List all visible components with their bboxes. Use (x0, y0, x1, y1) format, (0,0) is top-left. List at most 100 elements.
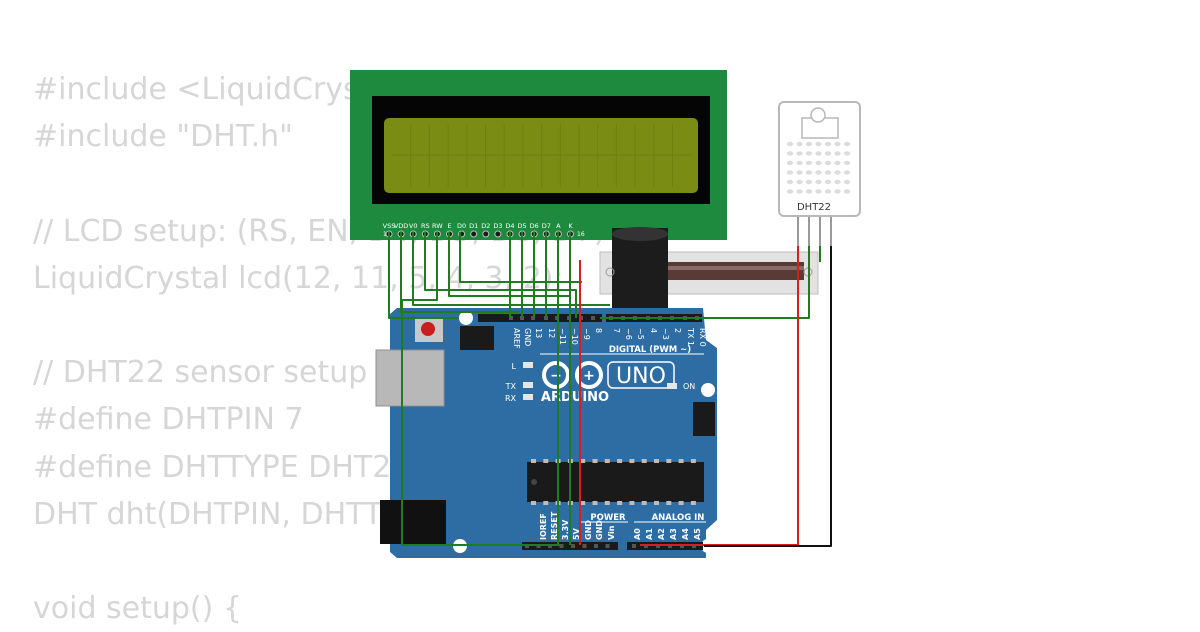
digital-pin-label: TX 1 (686, 327, 695, 346)
reset-button[interactable] (421, 322, 435, 336)
model-badge (607, 361, 675, 389)
chip-leg (629, 501, 635, 505)
sensor-vent (786, 170, 794, 175)
power-jack[interactable] (380, 500, 446, 544)
digital-pin-label: ~11 (558, 328, 567, 345)
lcd-pin-label: D3 (493, 222, 502, 230)
chip-leg (690, 501, 696, 505)
wire-dht-data[interactable] (600, 246, 810, 319)
digital-pin-label: 7 (612, 328, 621, 333)
wire-rw-gnd[interactable] (401, 232, 560, 546)
sensor-vent (796, 170, 803, 175)
led-label-tx: TX (505, 382, 517, 391)
code-line: void setup() { (33, 591, 242, 627)
lcd-pin-label: A (556, 222, 561, 230)
lcd-pin[interactable] (470, 230, 478, 238)
chip-leg (604, 501, 610, 505)
power-pin-label: GND (584, 520, 593, 540)
sensor-top-vent (801, 117, 839, 139)
analog-pin-label: A3 (669, 528, 678, 540)
icsp-header-top (460, 326, 494, 350)
sensor-vent (824, 170, 832, 175)
sensor-vent (834, 160, 841, 166)
logo-minus: − (550, 368, 562, 384)
lcd-pin-label: RW (432, 222, 443, 230)
digital-pin-label: GND (523, 328, 532, 346)
sensor-vent (843, 189, 851, 194)
sensor-vent (796, 151, 803, 156)
potentiometer-knob-top (612, 227, 668, 241)
lcd-pin[interactable] (494, 230, 502, 238)
power-pin-label: GND (595, 520, 604, 540)
sensor-vent (786, 160, 794, 166)
sensor-label: DHT22 (797, 202, 831, 213)
power-header[interactable] (522, 542, 618, 550)
sensor-vent (843, 151, 851, 156)
chip-leg (580, 459, 586, 463)
power-pin-label: IOREF (539, 513, 548, 540)
mount-hole-right (701, 383, 715, 397)
sensor-vent (796, 179, 803, 185)
chip-leg (543, 459, 549, 463)
sensor-vent (805, 151, 813, 156)
usb-port[interactable] (375, 349, 445, 407)
digital-header-left[interactable] (478, 314, 602, 322)
wire-pot-link[interactable] (459, 232, 582, 283)
chip-leg (531, 459, 536, 463)
wire-vss-gnd[interactable] (388, 232, 458, 319)
wire-dht-gnd[interactable] (704, 246, 832, 547)
potentiometer[interactable] (599, 227, 819, 318)
sensor-vent (815, 160, 822, 166)
sensor-vent (834, 179, 841, 185)
mount-hole-top-left (459, 311, 473, 325)
chip-leg (617, 501, 623, 505)
sensor-vent (815, 170, 822, 175)
chip-leg (641, 501, 647, 505)
sensor-vent (824, 141, 832, 147)
sensor-vent (796, 189, 803, 194)
sensor-vent (824, 160, 832, 166)
digital-pin-label: ~3 (661, 328, 670, 340)
wire-v0-pot[interactable] (412, 232, 610, 306)
lcd-pin[interactable] (482, 230, 490, 238)
dht22-sensor[interactable]: DHT22 (778, 101, 861, 246)
chip-leg (666, 501, 672, 505)
wire-rs-pin12[interactable] (424, 232, 577, 318)
digital-pin-label: 2 (673, 328, 682, 333)
sensor-mount-hole (810, 107, 826, 123)
lcd-pin-label: VDD (394, 222, 408, 230)
sensor-vent (786, 179, 794, 185)
sensor-vent (824, 151, 832, 156)
chip-leg (629, 459, 635, 463)
chip-leg (654, 501, 659, 505)
digital-pin-label: ~6 (624, 328, 633, 340)
chip-notch (531, 479, 537, 485)
sensor-vent (824, 189, 832, 194)
header-hole (559, 544, 564, 548)
potentiometer-knob[interactable] (612, 228, 668, 318)
header-hole (605, 544, 610, 548)
sensor-vent (815, 189, 822, 194)
power-pin-label: RESET (550, 511, 559, 540)
lcd-pin-label: E (447, 222, 451, 230)
digital-pin-label: ~9 (582, 328, 591, 340)
code-line: // DHT22 sensor setup (33, 355, 368, 391)
analog-pin-label: A4 (681, 528, 690, 540)
led-rx (523, 394, 533, 400)
sensor-vent (834, 189, 841, 194)
header-hole (571, 544, 575, 548)
sensor-vent (834, 170, 841, 175)
icsp-header-right (693, 402, 715, 436)
lcd-pin-label: V0 (409, 222, 418, 230)
chip-leg (654, 459, 659, 463)
chip-leg (617, 459, 623, 463)
sensor-vent (796, 160, 803, 166)
chip-leg (690, 459, 696, 463)
analog-label: ANALOG IN (652, 513, 705, 523)
